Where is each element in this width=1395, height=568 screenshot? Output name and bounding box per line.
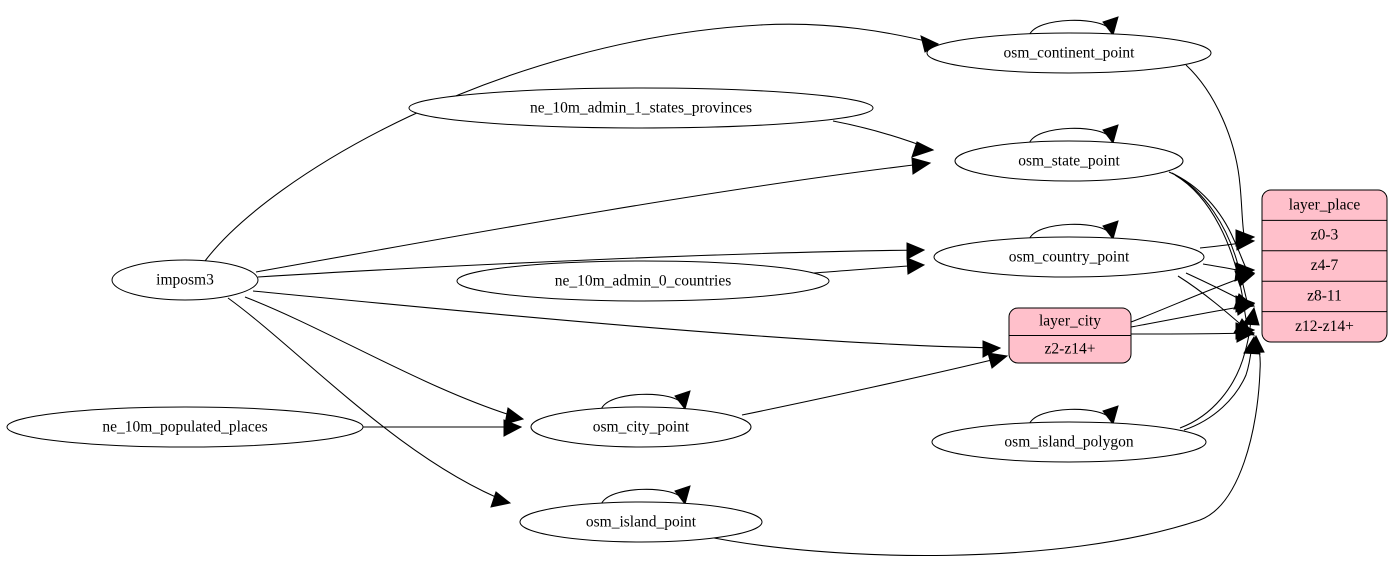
arrowhead [1102,405,1119,426]
record-node-layer_city[interactable]: layer_city z2-z14+ [1008,307,1132,364]
node-osm_island_polygon[interactable]: osm_island_polygon [931,421,1207,463]
edge-imposm3-to-osm_island_point [227,297,511,504]
node-ne_10m_admin_0_countries[interactable]: ne_10m_admin_0_countries [456,260,830,302]
arrowhead [1242,306,1260,326]
arrowhead [504,407,525,425]
edge-imposm3-to-layer_city [252,290,1001,349]
node-label: osm_continent_point [1004,45,1136,62]
layer_city-title: layer_city [1039,313,1101,330]
arrowhead [1235,298,1256,316]
arrowhead [1235,233,1256,251]
arrowhead [911,141,935,158]
layer_place-row-z0-3[interactable]: z0-3 [1311,227,1339,244]
arrowhead [906,257,926,275]
edge-layer_city-to-layer_place-z4-7 [1130,275,1248,323]
arrowhead [1247,334,1265,354]
edge-layer [204,16,1265,557]
arrowhead [1234,270,1256,287]
arrowhead [987,352,1009,369]
layer_place-box[interactable] [1261,189,1388,343]
layer_place-row-z8-11[interactable]: z8-11 [1307,288,1342,305]
edge-osm_continent_point-to-layer_place-z0-3 [1185,64,1245,236]
edge-osm_island_polygon-to-layer_place-z12-z14 [1183,343,1253,431]
node-label: imposm3 [156,272,214,289]
node-osm_country_point[interactable]: osm_country_point [933,236,1205,278]
node-layer: imposm3 ne_10m_admin_1_states_provinces … [6,32,1212,543]
edge-imposm3-to-osm_city_point [244,296,524,420]
node-label: osm_island_point [586,514,697,531]
node-imposm3[interactable]: imposm3 [111,259,259,301]
arrowhead [911,157,932,175]
node-ne_10m_admin_1_states_provinces[interactable]: ne_10m_admin_1_states_provinces [408,87,874,129]
node-ne_10m_populated_places[interactable]: ne_10m_populated_places [6,406,364,448]
node-label: ne_10m_populated_places [102,419,267,436]
node-label: osm_island_polygon [1004,434,1133,451]
arrowhead [503,419,523,437]
layer_place-row-z4-7[interactable]: z4-7 [1311,257,1339,274]
edge-imposm3-to-osm_country_point [257,249,925,278]
arrowhead [982,340,1002,358]
arrowhead [906,242,926,260]
edge-imposm3-to-osm_state_point [255,162,931,273]
layer_city-row-z2-z14plus[interactable]: z2-z14+ [1045,341,1096,358]
node-label: osm_city_point [593,419,690,436]
layer_place-title: layer_place [1289,197,1361,214]
node-osm_city_point[interactable]: osm_city_point [530,406,752,448]
arrowhead [674,485,691,506]
node-label: osm_country_point [1009,249,1130,266]
edge-layer_city-to-layer_place-z12-z14 [1130,332,1249,335]
edge-imposm3-to-osm_continent_point [204,23,939,262]
node-osm_state_point[interactable]: osm_state_point [954,140,1184,182]
arrowhead [1102,220,1119,241]
arrowhead [1102,124,1119,145]
layer_place-row-z12-z14plus[interactable]: z12-z14+ [1295,318,1354,335]
arrowhead [1236,325,1256,343]
arrowhead [1102,16,1119,37]
node-label: osm_state_point [1018,153,1120,170]
node-label: ne_10m_admin_1_states_provinces [530,100,752,117]
edge-osm_state_point-to-layer_place-z4-7 [1168,171,1247,269]
arrowhead [674,390,691,411]
edge-osm_island_point-to-layer_place-z12-z14 [703,341,1261,557]
node-label: ne_10m_admin_0_countries [555,273,732,290]
node-osm_island_point[interactable]: osm_island_point [519,501,763,543]
edge-layer_city-to-layer_place-z8-11 [1130,305,1248,328]
record-node-layer_place[interactable]: layer_place z0-3 z4-7 z8-11 z12-z14+ [1261,189,1388,343]
arrowhead [490,491,512,508]
edge-osm_city_point-to-layer_city-z2-z14 [741,357,1001,416]
edge-osm_state_point-to-layer_place-z8-11 [1171,172,1248,302]
node-osm_continent_point[interactable]: osm_continent_point [926,32,1212,74]
